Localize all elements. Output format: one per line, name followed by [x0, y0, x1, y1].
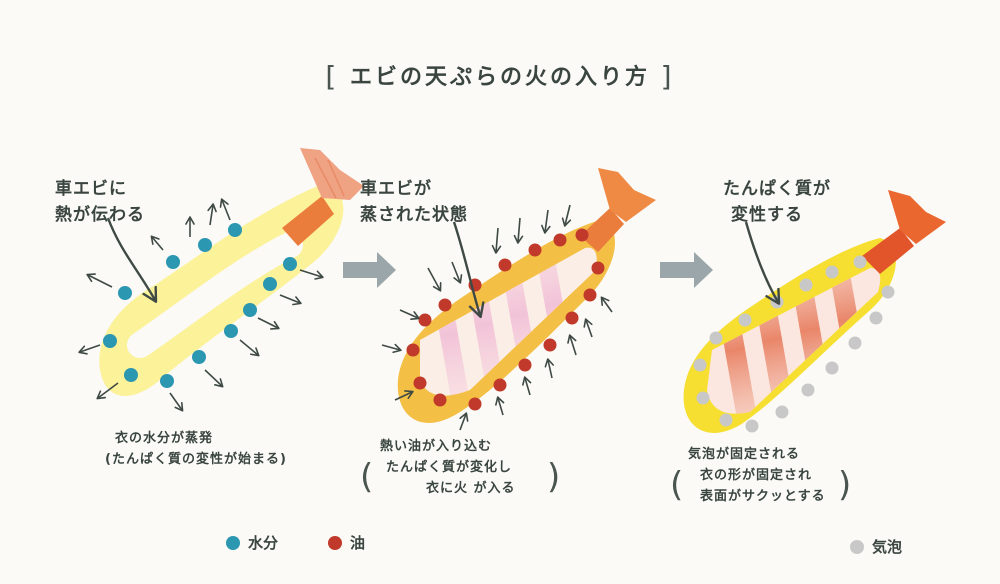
panel-2-paren-close: ) [547, 457, 561, 497]
steam-arrows-1 [78, 198, 324, 412]
tail-base-3 [862, 228, 914, 274]
diagram-title: [ エビの天ぷらの火の入り方 ] [0, 58, 1000, 93]
panel-3-caption: 気泡が固定される 衣の形が固定され 表面がサクッとする [688, 447, 826, 504]
transition-arrow-1 [343, 252, 396, 288]
pointer-arrow-2 [452, 221, 480, 315]
panel-3-heading: たんぱく質が 変性する [723, 179, 831, 225]
oil-dots-2 [406, 228, 605, 411]
pointer-arrow-1 [106, 217, 155, 300]
legend-oil-swatch [328, 535, 342, 550]
legend-water: 水分 [226, 532, 278, 553]
tail-fan-2 [598, 168, 656, 222]
batter-hollow-1 [127, 232, 303, 358]
panel-2-caption: 熱い油が入り込む たんぱく質が変化し 衣に火 が入る [380, 439, 516, 496]
pointer-arrow-3 [744, 221, 778, 302]
panel-2-heading: 車エビが 蒸された状態 [360, 179, 468, 225]
panel-1-caption: 衣の水分が蒸発 (たんぱく質の変性が始まる) [105, 431, 287, 467]
panel-2-paren-open: ( [360, 457, 374, 497]
legend-bubble-swatch [850, 539, 864, 554]
title-bracket-close: ] [660, 60, 675, 93]
title-text: エビの天ぷらの火の入り方 [349, 65, 650, 90]
legend-oil: 油 [328, 532, 365, 553]
tail-base-1 [282, 196, 334, 246]
tail-lines-1 [314, 157, 345, 199]
tail-base-2 [580, 208, 624, 252]
legend-bubble: 気泡 [850, 536, 902, 557]
tail-fan-3 [888, 190, 946, 244]
oil-arrows-2 [381, 204, 613, 431]
transition-arrow-2 [660, 252, 713, 288]
panel-3-paren-close: ) [838, 465, 852, 505]
water-dots-1 [103, 223, 297, 388]
legend-water-swatch [226, 535, 240, 550]
panel-3-paren-open: ( [670, 465, 684, 505]
shrimp-panel-1 [78, 148, 364, 412]
title-bracket-open: [ [325, 60, 340, 93]
panel-1-heading: 車エビに 熱が伝わる [55, 179, 145, 225]
bubble-dots-3 [693, 255, 895, 433]
